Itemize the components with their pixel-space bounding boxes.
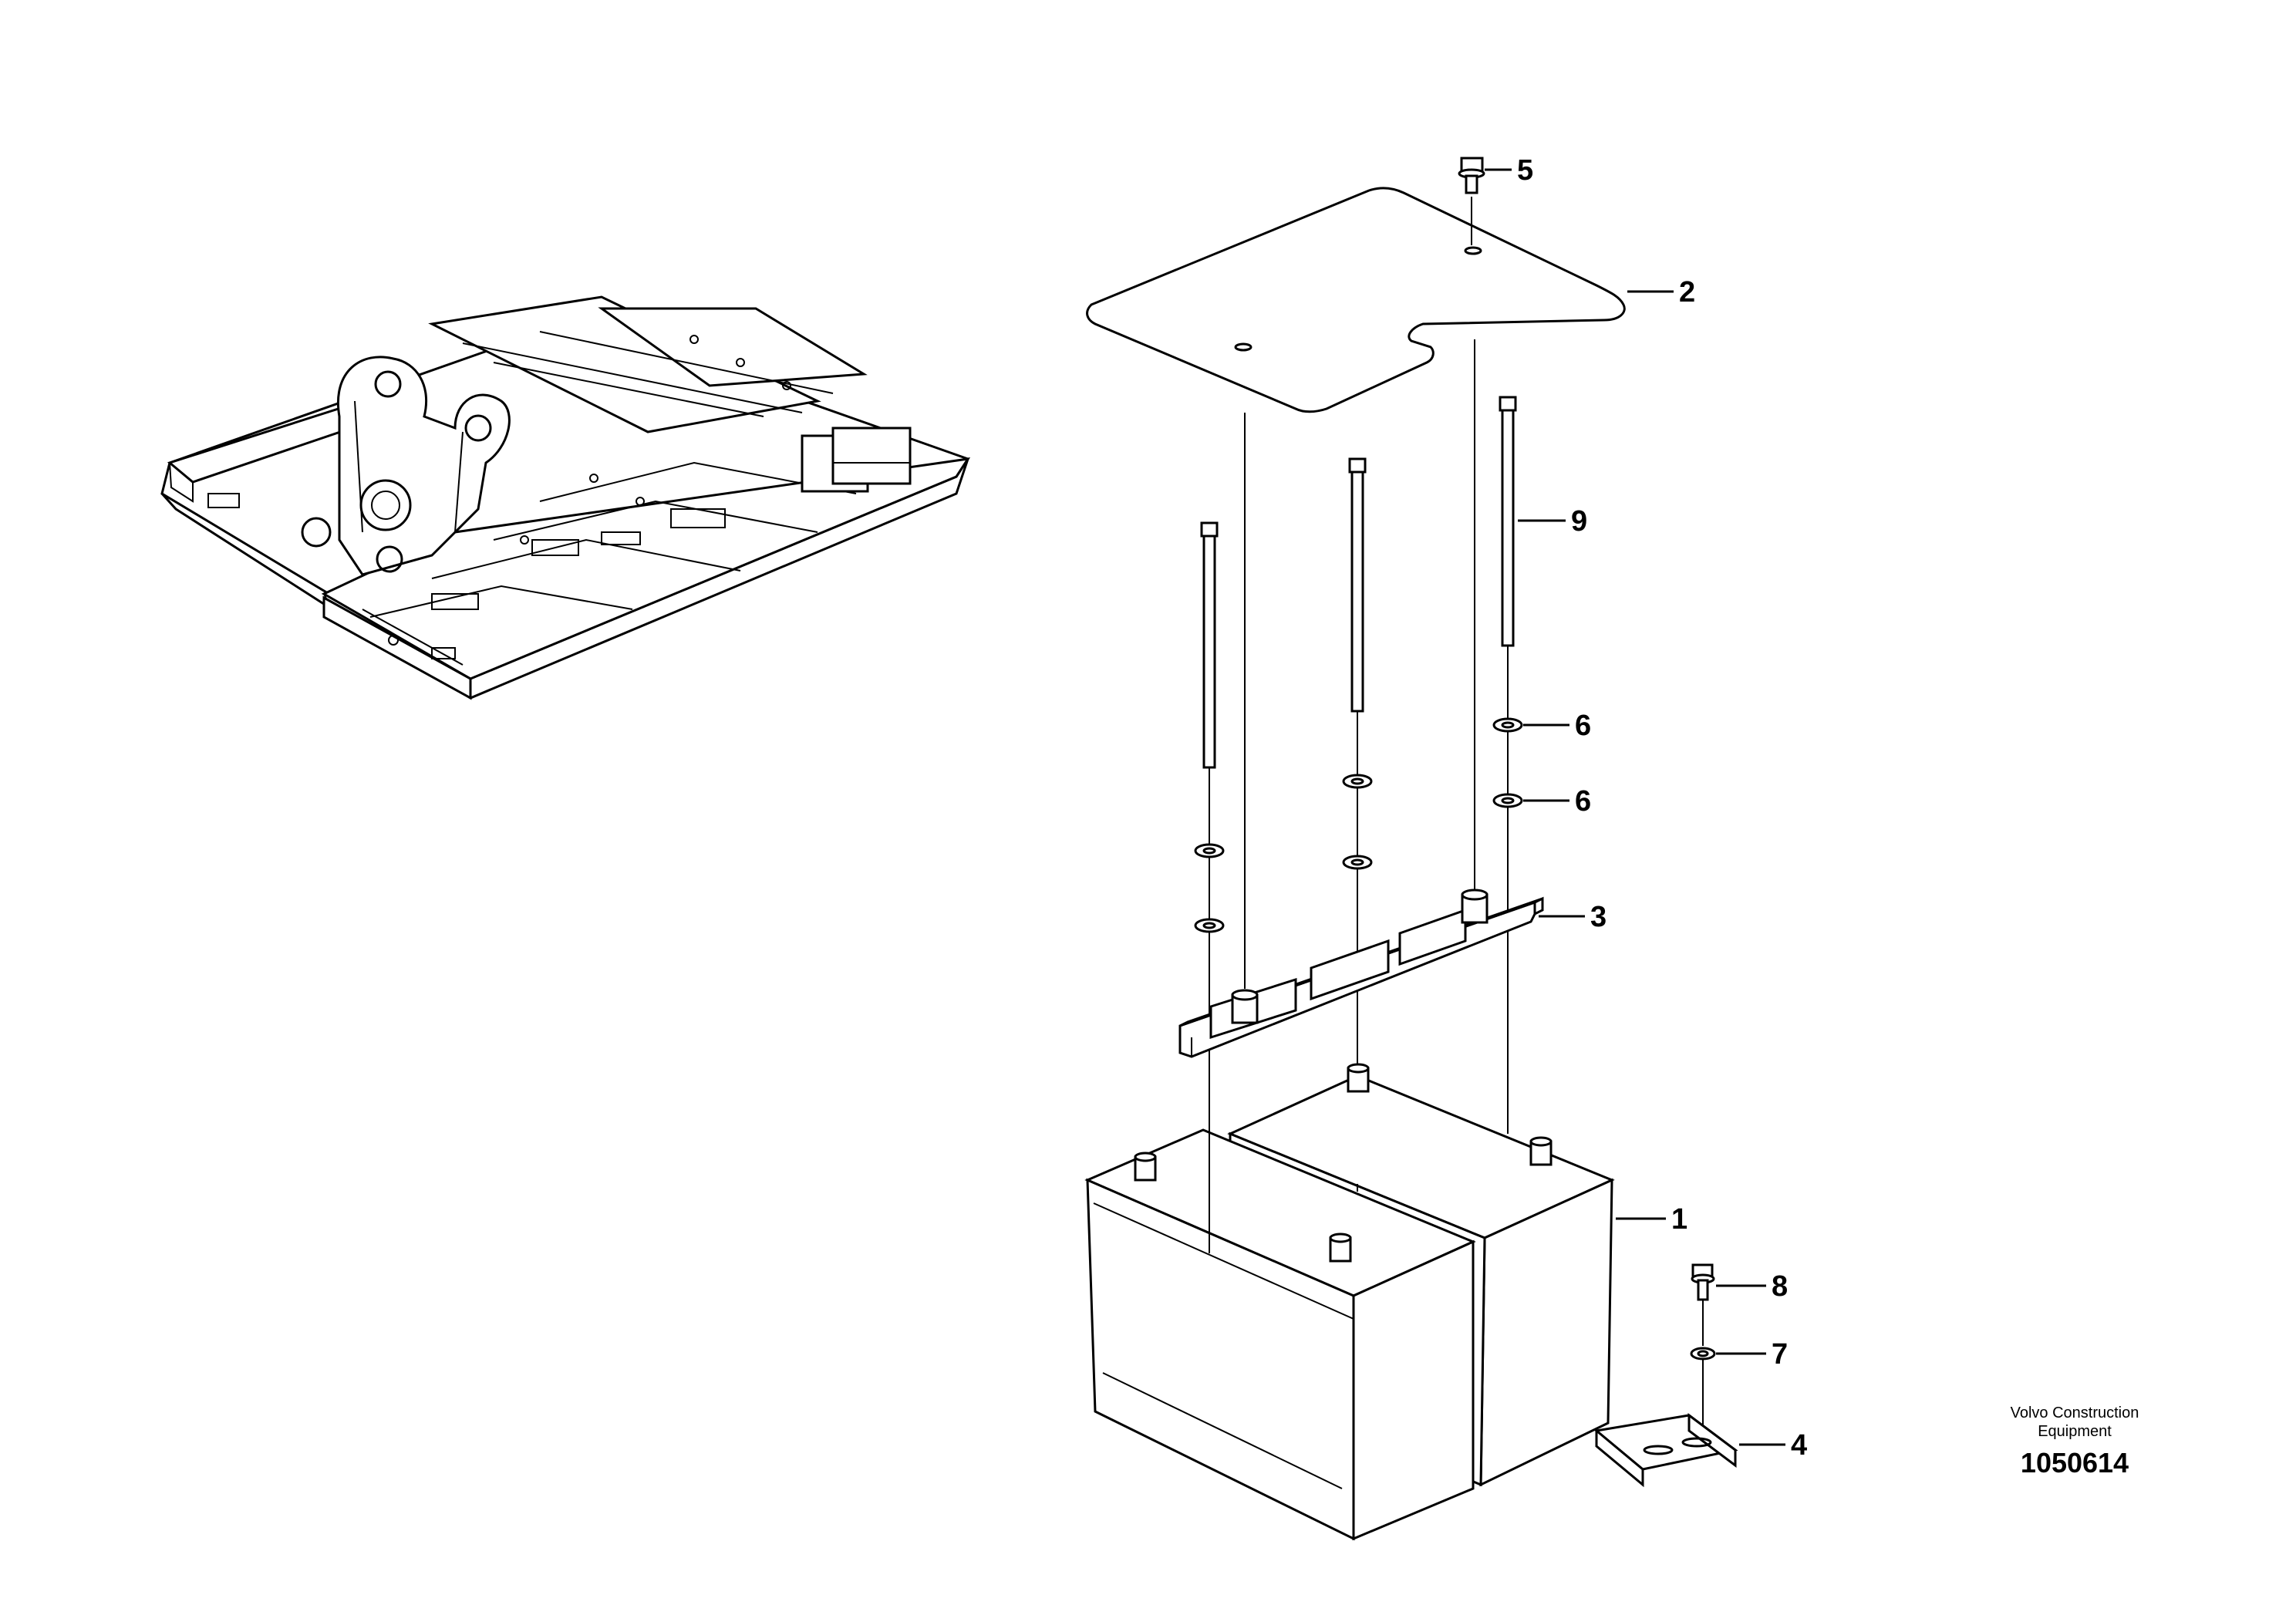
cover-bolt — [1458, 157, 1485, 245]
label-part-6-upper: 6 — [1575, 710, 1591, 742]
label-part-4: 4 — [1791, 1429, 1807, 1462]
label-part-6-lower: 6 — [1575, 785, 1591, 818]
battery-bracket — [1178, 889, 1544, 1058]
drawing-credit: Volvo Construction Equipment 1050614 — [1951, 1404, 2198, 1479]
leader-lines — [1485, 168, 1785, 1446]
drawing-number: 1050614 — [2020, 1447, 2129, 1479]
battery-cover — [1086, 187, 1626, 413]
label-part-7: 7 — [1772, 1338, 1788, 1371]
batteries — [1084, 1063, 1615, 1541]
label-part-8: 8 — [1772, 1270, 1788, 1303]
label-part-9: 9 — [1571, 505, 1587, 538]
hold-down-hardware — [1593, 1263, 1738, 1488]
part-labels: 5 2 9 6 6 3 1 8 7 4 — [1517, 154, 1807, 1462]
company-name-line2: Equipment — [2038, 1423, 2112, 1440]
label-part-2: 2 — [1679, 276, 1695, 309]
company-name-line1: Volvo Construction — [2010, 1404, 2139, 1421]
label-part-1: 1 — [1671, 1203, 1687, 1236]
washers — [1194, 717, 1523, 933]
tie-rods — [1200, 339, 1517, 1184]
label-part-5: 5 — [1517, 154, 1533, 187]
label-part-3: 3 — [1590, 901, 1607, 933]
machine-frame-overview — [160, 295, 971, 700]
